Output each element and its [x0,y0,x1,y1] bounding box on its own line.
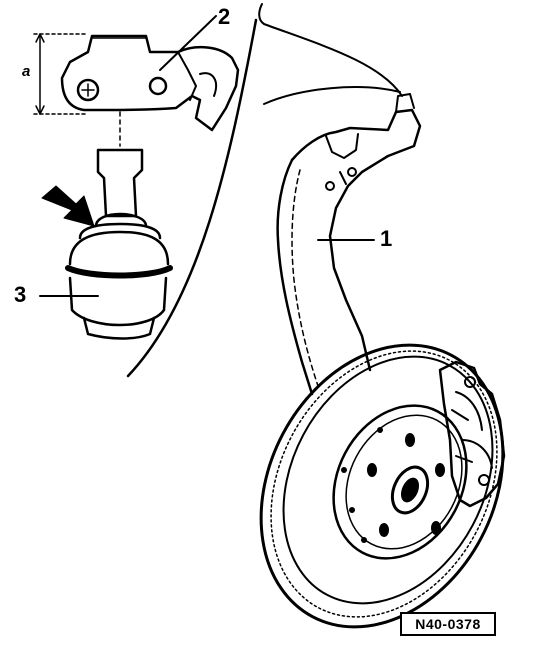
disc-hat [332,404,468,560]
ball-joint-seal [65,265,173,279]
bracket-hole [148,76,168,96]
bracket-detail [60,34,240,132]
wheel-stud-hole [379,523,389,537]
detail-lower-arc [263,86,401,105]
detail-boundary-arc [126,18,258,378]
dimension-label-a: a [22,63,31,80]
ball-joint [65,148,173,340]
bracket-bolt-head [76,78,100,102]
steering-knuckle [276,93,422,396]
callout-1: 1 [380,226,393,251]
callout-2: 2 [218,4,231,29]
wheel-stud-hole [435,463,445,477]
press-arrow [41,185,95,227]
reference-code: N40-0378 [400,612,496,636]
dimension-a [33,33,87,115]
brake-disc [259,343,505,629]
hub-center [390,465,430,515]
callout-3: 3 [14,282,27,307]
brake-caliper [438,360,506,508]
leader-2 [159,15,217,71]
wheel-stud-hole [431,521,441,535]
detail-guide-curve [258,3,403,97]
wheel-stud-hole [405,433,415,447]
wheel-stud-hole [367,463,377,477]
